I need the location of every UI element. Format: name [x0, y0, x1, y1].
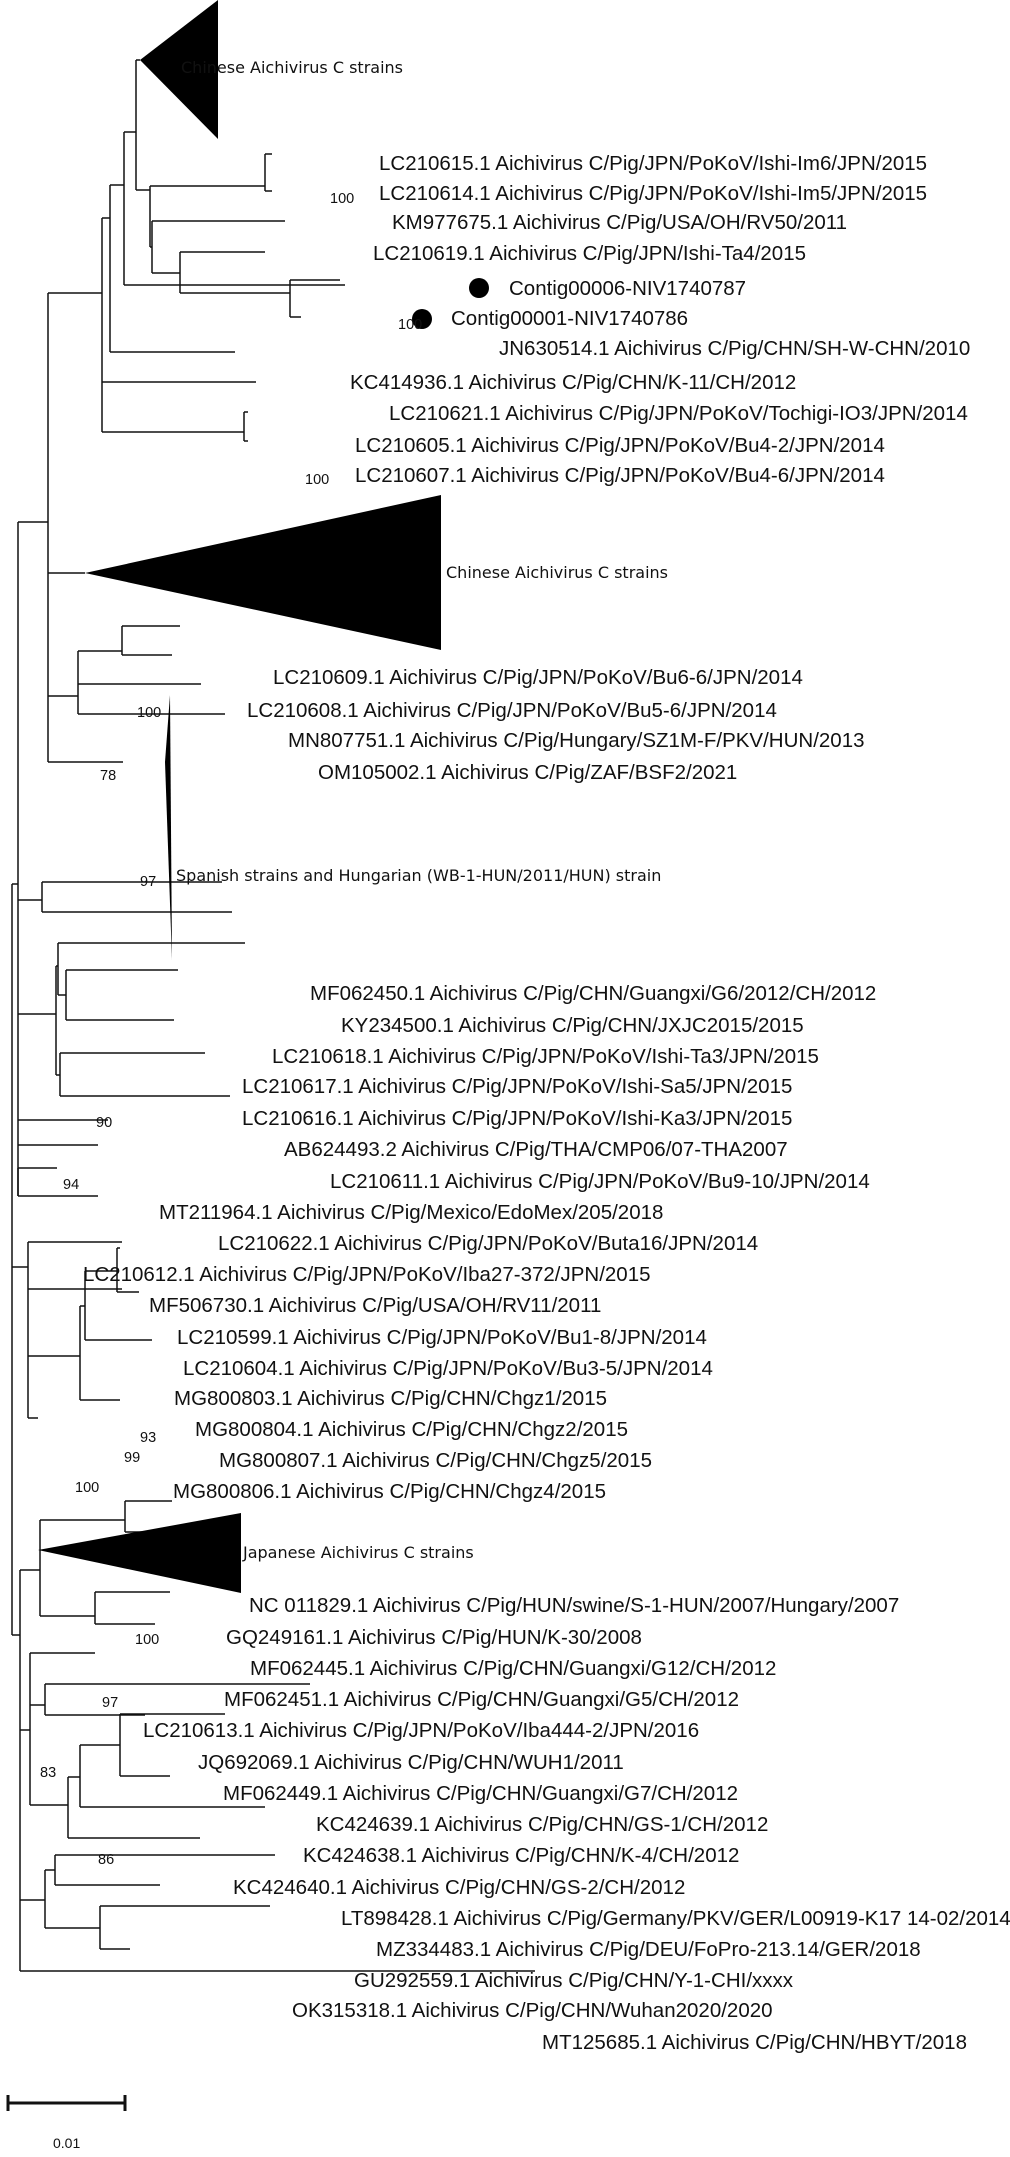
collapsed-clade-triangle	[85, 495, 441, 650]
leaf-label: LC210613.1 Aichivirus C/Pig/JPN/PoKoV/Ib…	[143, 1719, 699, 1742]
bootstrap-value: 100	[75, 1480, 99, 1496]
leaf-label: MG800803.1 Aichivirus C/Pig/CHN/Chgz1/20…	[174, 1387, 607, 1410]
leaf-label: MG800804.1 Aichivirus C/Pig/CHN/Chgz2/20…	[195, 1418, 628, 1441]
leaf-label: OM105002.1 Aichivirus C/Pig/ZAF/BSF2/202…	[318, 761, 737, 784]
leaf-label: KC414936.1 Aichivirus C/Pig/CHN/K-11/CH/…	[350, 371, 796, 394]
bootstrap-value: 83	[40, 1765, 56, 1781]
leaf-label: LC210616.1 Aichivirus C/Pig/JPN/PoKoV/Is…	[242, 1107, 792, 1130]
leaf-label: KC424640.1 Aichivirus C/Pig/CHN/GS-2/CH/…	[233, 1876, 685, 1899]
contig-marker-icon	[469, 278, 489, 298]
bootstrap-value: 93	[140, 1430, 156, 1446]
bootstrap-value: 86	[98, 1852, 114, 1868]
bootstrap-value: 100	[398, 317, 422, 333]
leaf-label: LC210614.1 Aichivirus C/Pig/JPN/PoKoV/Is…	[379, 182, 927, 205]
leaf-label: MG800806.1 Aichivirus C/Pig/CHN/Chgz4/20…	[173, 1480, 606, 1503]
leaf-label: LT898428.1 Aichivirus C/Pig/Germany/PKV/…	[341, 1907, 1010, 1930]
leaf-label: LC210605.1 Aichivirus C/Pig/JPN/PoKoV/Bu…	[355, 434, 885, 457]
collapsed-clade-label: Chinese Aichivirus C strains	[181, 58, 403, 77]
collapsed-clade-label: Spanish strains and Hungarian (WB-1-HUN/…	[176, 866, 661, 885]
leaf-label: JN630514.1 Aichivirus C/Pig/CHN/SH-W-CHN…	[499, 337, 970, 360]
leaf-label: MT125685.1 Aichivirus C/Pig/CHN/HBYT/201…	[542, 2031, 967, 2054]
leaf-label: GQ249161.1 Aichivirus C/Pig/HUN/K-30/200…	[226, 1626, 642, 1649]
leaf-label: MF062450.1 Aichivirus C/Pig/CHN/Guangxi/…	[310, 982, 876, 1005]
bootstrap-value: 100	[137, 705, 161, 721]
leaf-label: LC210618.1 Aichivirus C/Pig/JPN/PoKoV/Is…	[272, 1045, 819, 1068]
scale-bar-label: 0.01	[53, 2135, 80, 2151]
bootstrap-value: 97	[140, 874, 156, 890]
leaf-label: LC210599.1 Aichivirus C/Pig/JPN/PoKoV/Bu…	[177, 1326, 707, 1349]
collapsed-clade-triangle	[38, 1513, 241, 1593]
collapsed-clade-triangle	[165, 695, 172, 960]
collapsed-clade-label: Japanese Aichivirus C strains	[242, 1543, 474, 1562]
leaf-label: LC210621.1 Aichivirus C/Pig/JPN/PoKoV/To…	[389, 402, 968, 425]
leaf-label: MG800807.1 Aichivirus C/Pig/CHN/Chgz5/20…	[219, 1449, 652, 1472]
leaf-label: LC210615.1 Aichivirus C/Pig/JPN/PoKoV/Is…	[379, 152, 927, 175]
leaf-label: MF506730.1 Aichivirus C/Pig/USA/OH/RV11/…	[149, 1294, 601, 1317]
leaf-label: MF062445.1 Aichivirus C/Pig/CHN/Guangxi/…	[250, 1657, 776, 1680]
collapsed-clade-spanish-hungarian: Spanish strains and Hungarian (WB-1-HUN/…	[165, 695, 661, 960]
leaf-label: LC210622.1 Aichivirus C/Pig/JPN/PoKoV/Bu…	[218, 1232, 758, 1255]
leaf-label: MT211964.1 Aichivirus C/Pig/Mexico/EdoMe…	[159, 1201, 663, 1224]
bootstrap-value: 94	[63, 1177, 79, 1193]
bootstrap-value: 100	[135, 1632, 159, 1648]
tree-branches	[11, 59, 535, 1972]
leaf-label: OK315318.1 Aichivirus C/Pig/CHN/Wuhan202…	[292, 1999, 773, 2022]
leaf-label: LC210608.1 Aichivirus C/Pig/JPN/PoKoV/Bu…	[247, 699, 777, 722]
leaf-label: JQ692069.1 Aichivirus C/Pig/CHN/WUH1/201…	[198, 1751, 624, 1774]
bootstrap-value: 78	[100, 768, 116, 784]
bootstrap-value: 90	[96, 1115, 112, 1131]
bootstrap-value: 99	[124, 1450, 140, 1466]
leaf-label: LC210612.1 Aichivirus C/Pig/JPN/PoKoV/Ib…	[83, 1263, 651, 1286]
leaf-label: MZ334483.1 Aichivirus C/Pig/DEU/FoPro-21…	[376, 1938, 921, 1961]
leaf-label: Contig00001-NIV1740786	[451, 307, 688, 330]
leaf-label: KC424638.1 Aichivirus C/Pig/CHN/K-4/CH/2…	[303, 1844, 739, 1867]
leaf-label: LC210611.1 Aichivirus C/Pig/JPN/PoKoV/Bu…	[330, 1170, 870, 1193]
leaf-label: LC210607.1 Aichivirus C/Pig/JPN/PoKoV/Bu…	[355, 464, 885, 487]
scale-bar: 0.01	[6, 2095, 127, 2151]
leaf-label: MF062449.1 Aichivirus C/Pig/CHN/Guangxi/…	[223, 1782, 738, 1805]
leaf-label: NC 011829.1 Aichivirus C/Pig/HUN/swine/S…	[249, 1594, 899, 1617]
leaf-label: AB624493.2 Aichivirus C/Pig/THA/CMP06/07…	[284, 1138, 788, 1161]
leaf-labels: LC210615.1 Aichivirus C/Pig/JPN/PoKoV/Is…	[83, 152, 1010, 2054]
collapsed-clade-chinese-middle: Chinese Aichivirus C strains	[85, 495, 668, 650]
leaf-label: KC424639.1 Aichivirus C/Pig/CHN/GS-1/CH/…	[316, 1813, 768, 1836]
collapsed-clade-triangle	[140, 0, 218, 139]
bootstrap-value: 100	[305, 472, 329, 488]
leaf-label: LC210619.1 Aichivirus C/Pig/JPN/Ishi-Ta4…	[373, 242, 806, 265]
contig-marker-icon	[412, 309, 432, 329]
bootstrap-value: 100	[330, 191, 354, 207]
leaf-label: KY234500.1 Aichivirus C/Pig/CHN/JXJC2015…	[341, 1014, 804, 1037]
leaf-label: KM977675.1 Aichivirus C/Pig/USA/OH/RV50/…	[392, 211, 847, 234]
leaf-label: Contig00006-NIV1740787	[509, 277, 746, 300]
leaf-label: LC210609.1 Aichivirus C/Pig/JPN/PoKoV/Bu…	[273, 666, 803, 689]
collapsed-clade-japanese: Japanese Aichivirus C strains	[38, 1513, 474, 1593]
collapsed-clade-label: Chinese Aichivirus C strains	[446, 563, 668, 582]
leaf-label: MN807751.1 Aichivirus C/Pig/Hungary/SZ1M…	[288, 729, 865, 752]
leaf-label: LC210617.1 Aichivirus C/Pig/JPN/PoKoV/Is…	[242, 1075, 792, 1098]
collapsed-clade-chinese-top: Chinese Aichivirus C strains	[140, 0, 403, 139]
leaf-label: LC210604.1 Aichivirus C/Pig/JPN/PoKoV/Bu…	[183, 1357, 713, 1380]
leaf-label: GU292559.1 Aichivirus C/Pig/CHN/Y-1-CHI/…	[354, 1969, 794, 1992]
bootstrap-value: 97	[102, 1695, 118, 1711]
bootstrap-values: 100 100 100 100 78 97 90 94 93 99 100 10…	[40, 191, 422, 1868]
scale-bar-line	[6, 2095, 127, 2111]
leaf-label: MF062451.1 Aichivirus C/Pig/CHN/Guangxi/…	[224, 1688, 739, 1711]
